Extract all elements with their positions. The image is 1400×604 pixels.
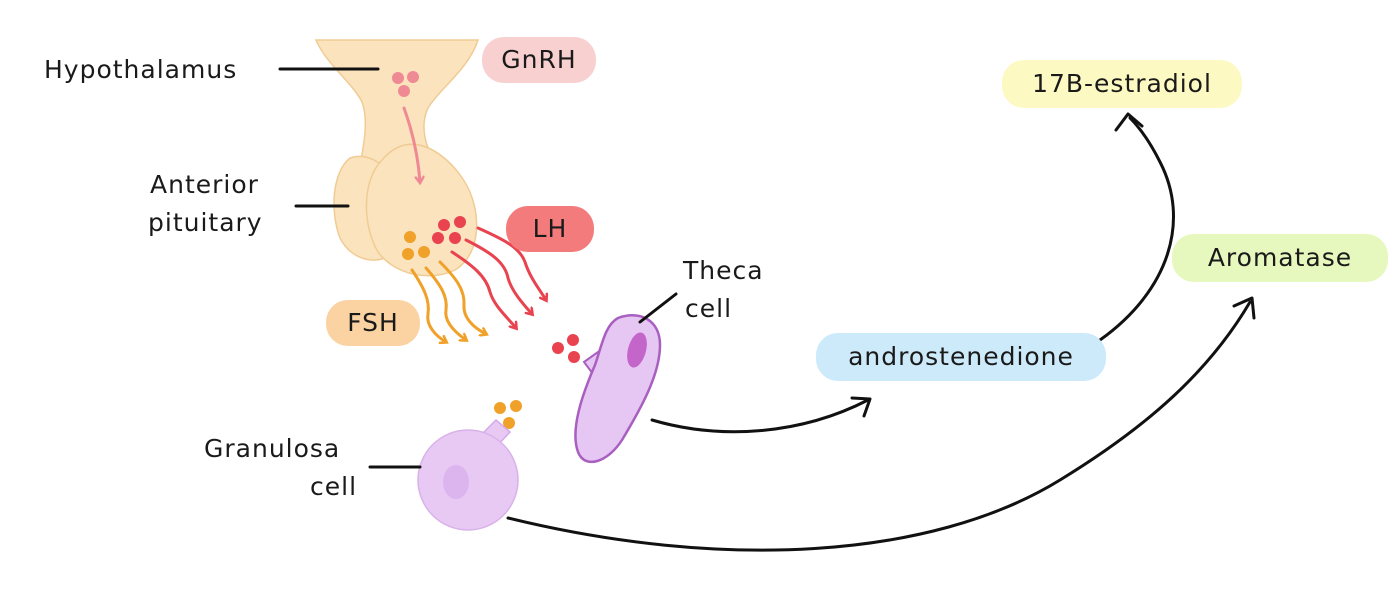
theca-nucleus [627, 332, 647, 368]
theca-to-andro-head [850, 396, 872, 418]
androstenedione-pill: androstenedione [816, 333, 1106, 381]
hypothalamus-stalk [314, 39, 480, 166]
gnrh-arrow [402, 106, 420, 182]
estradiol-pill: 17B-estradiol [1002, 60, 1242, 108]
theca-leader [638, 292, 678, 324]
anterior-lobe [365, 143, 478, 277]
andro-to-estradiol-head [1114, 112, 1144, 132]
granulosa-cell-label-line1: Granulosa [204, 434, 341, 463]
fsh-pill: FSH [326, 300, 420, 346]
aromatase-pill: Aromatase [1172, 234, 1388, 282]
theca-to-andro-arrow [650, 398, 870, 434]
theca-cell-label-line2: cell [685, 294, 733, 323]
fsh-dots [402, 231, 430, 260]
theca-cell [574, 314, 662, 464]
granulosa-to-aromatase-head [1232, 296, 1256, 320]
theca-cell-label-line1: Theca [683, 256, 764, 285]
gnrh-pill: GnRH [482, 37, 596, 83]
pathway-arrows [506, 112, 1256, 552]
granulosa-to-aromatase-arrow [506, 300, 1252, 552]
anterior-pituitary-label-line1: Anterior [150, 170, 259, 199]
andro-to-estradiol-arrow [1098, 116, 1175, 342]
hypothalamus-label: Hypothalamus [44, 55, 238, 84]
gnrh-dots [392, 71, 419, 97]
granulosa-cell [417, 418, 519, 531]
pituitary-gland [314, 39, 480, 277]
fsh-arrows [410, 260, 486, 342]
granulosa-nucleus [443, 465, 469, 499]
leader-lines [278, 67, 678, 469]
fsh-bound-dots [494, 400, 522, 429]
granulosa-cell-label-line2: cell [310, 472, 358, 501]
lh-dots [432, 216, 466, 244]
anterior-pituitary-label-line2: pituitary [148, 208, 263, 237]
lh-arrows [450, 226, 546, 328]
lh-pill: LH [506, 206, 594, 252]
lh-bound-dots [552, 334, 580, 363]
